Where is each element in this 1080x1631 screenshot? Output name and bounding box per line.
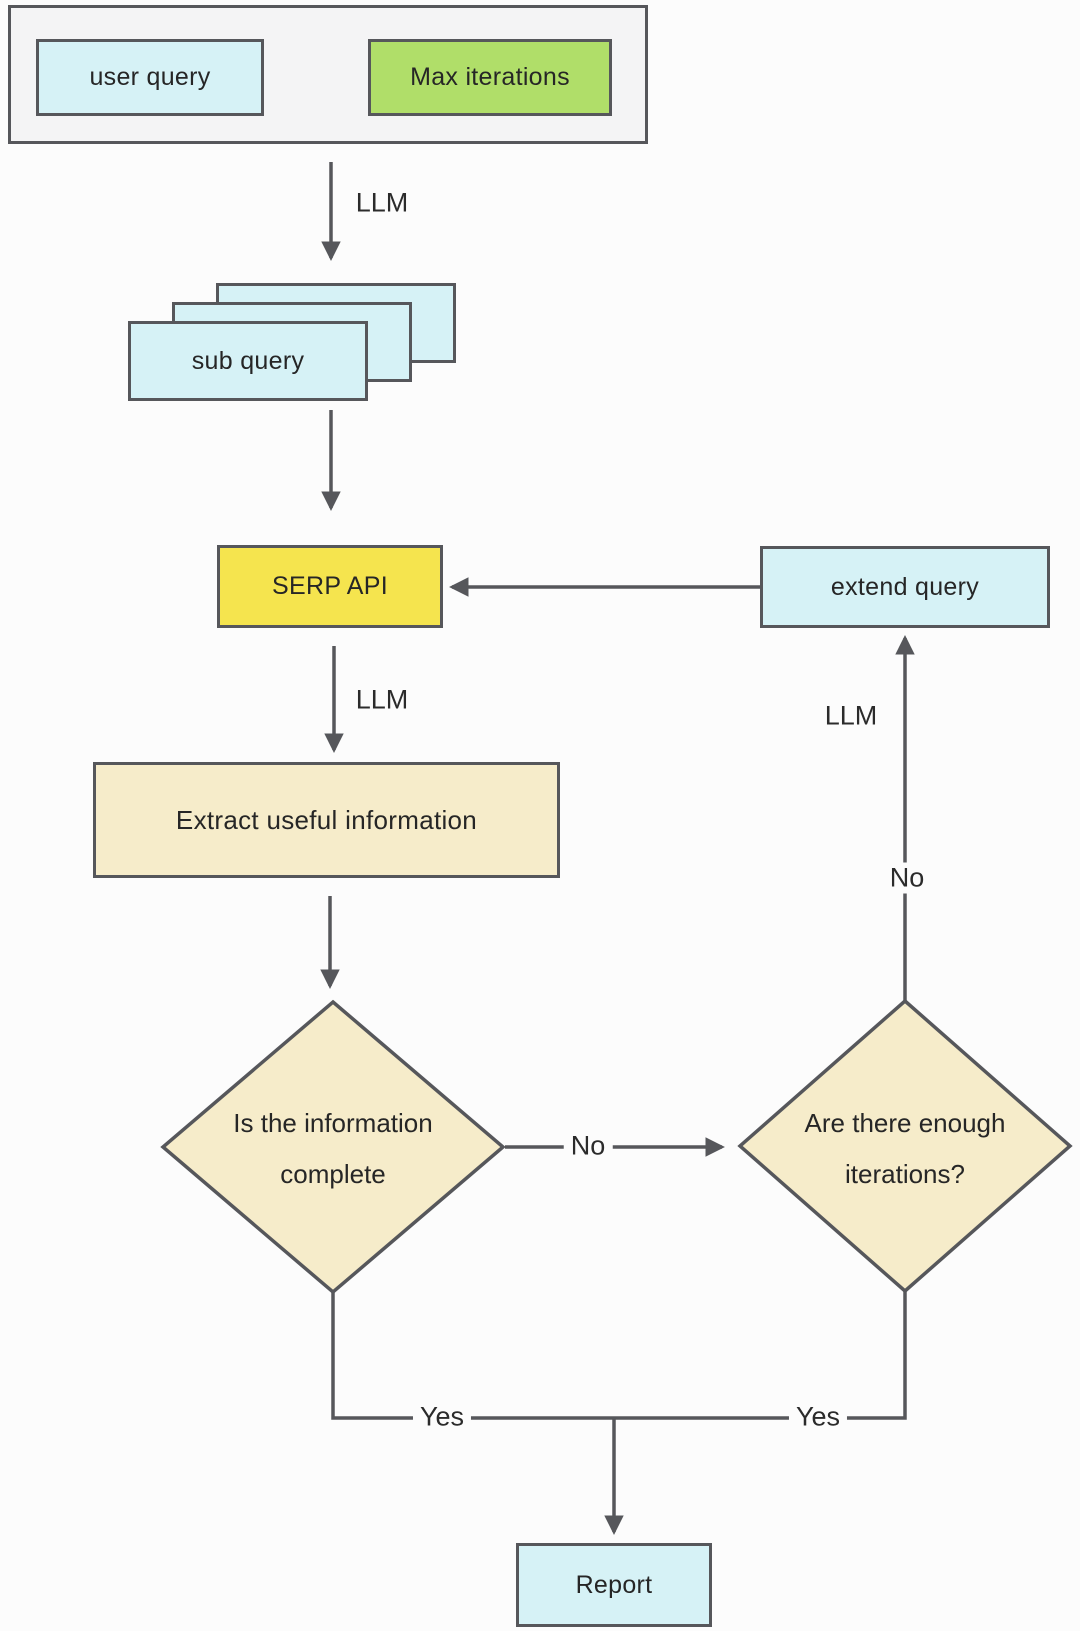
edge-label-llm-subquery: LLM bbox=[355, 187, 409, 218]
extract-info-node: Extract useful information bbox=[93, 762, 560, 878]
extend-query-label: extend query bbox=[830, 572, 980, 601]
enough-iterations-diamond bbox=[737, 998, 1073, 1294]
max-iterations-label: Max iterations bbox=[410, 63, 570, 91]
extract-info-label: Extract useful information bbox=[175, 804, 478, 835]
serp-api-label: SERP API bbox=[272, 572, 388, 600]
edge-label-llm-extract: LLM bbox=[355, 684, 409, 715]
info-complete-label: Is the information complete bbox=[233, 1098, 432, 1200]
edge-label-yes-complete: Yes bbox=[412, 1401, 472, 1433]
extend-query-node: extend query bbox=[760, 546, 1050, 628]
edge-label-yes-iterations: Yes bbox=[788, 1401, 848, 1433]
report-node: Report bbox=[516, 1543, 712, 1627]
sub-query-node: sub query bbox=[128, 321, 368, 401]
edge-label-no-iterations: No bbox=[882, 862, 932, 894]
serp-api-node: SERP API bbox=[217, 545, 443, 628]
yes-merge-line bbox=[331, 1291, 907, 1420]
edge-label-no-complete: No bbox=[563, 1130, 613, 1162]
info-complete-label-line2: complete bbox=[280, 1159, 386, 1189]
info-complete-diamond bbox=[160, 999, 506, 1295]
user-query-node: user query bbox=[36, 39, 264, 116]
sub-query-label: sub query bbox=[191, 346, 305, 375]
report-label: Report bbox=[575, 1570, 653, 1599]
enough-iterations-label-line1: Are there enough bbox=[804, 1108, 1006, 1138]
enough-iterations-label: Are there enough iterations? bbox=[805, 1098, 1006, 1200]
max-iterations-node: Max iterations bbox=[368, 39, 612, 116]
user-query-label: user query bbox=[89, 63, 211, 91]
edge-label-llm-extend: LLM bbox=[824, 700, 878, 731]
info-complete-label-line1: Is the information bbox=[233, 1108, 433, 1138]
enough-iterations-label-line2: iterations? bbox=[845, 1159, 965, 1189]
